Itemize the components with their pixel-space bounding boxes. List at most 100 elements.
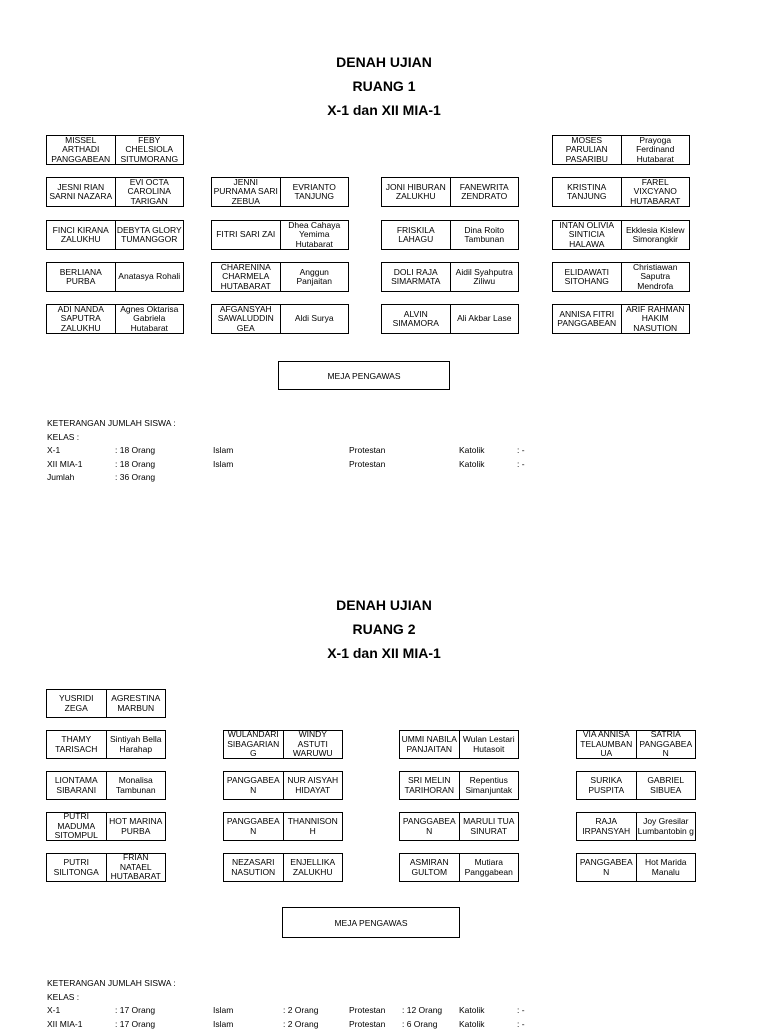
student-left: FITRI SARI ZAI [212, 221, 280, 249]
summary-cell: : 2 Orang [283, 1018, 318, 1031]
student-right: Agnes Oktarisa Gabriela Hutabarat [115, 305, 184, 333]
room1-number: RUANG 1 [0, 74, 768, 98]
student-left: JENNI PURNAMA SARI ZEBUA [212, 178, 280, 206]
summary-cell: X-1 [47, 444, 60, 458]
summary-cell: : 17 Orang [115, 1004, 155, 1018]
student-right: FEBY CHELSIOLA SITUMORANG [115, 136, 184, 164]
student-right: Hot Marida Manalu [636, 854, 696, 881]
student-left: JONI HIBURAN ZALUKHU [382, 178, 450, 206]
student-left: JESNI RIAN SARNI NAZARA [47, 178, 115, 206]
summary-cell: Protestan [349, 1004, 385, 1018]
room1-meja-pengawas: MEJA PENGAWAS [278, 361, 450, 390]
summary-cell: Katolik [459, 458, 485, 472]
student-left: FINCI KIRANA ZALUKHU [47, 221, 115, 249]
student-left: RAJA IRPANSYAH [577, 813, 636, 840]
summary-cell: : 18 Orang [115, 458, 155, 472]
keterangan-title: KETERANGAN JUMLAH SISWA : [47, 417, 176, 431]
summary-cell: Jumlah [47, 471, 74, 485]
student-right: DEBYTA GLORY TUMANGGOR [115, 221, 184, 249]
student-right: Aidil Syahputra Ziliwu [450, 263, 519, 291]
summary-cell: : - [517, 1018, 525, 1031]
student-left: YUSRIDI ZEGA [47, 690, 106, 717]
student-left: WULANDARI SIBAGARIAN G [224, 731, 283, 758]
summary-cell: XII MIA-1 [47, 1018, 82, 1031]
summary-row: Jumlah : 36 Orang [47, 471, 607, 485]
summary-cell: Islam [213, 458, 233, 472]
student-left: MOSES PARULIAN PASARIBU [553, 136, 621, 164]
room2-meja-pengawas: MEJA PENGAWAS [282, 907, 460, 938]
student-right: Dina Roito Tambunan [450, 221, 519, 249]
summary-cell: : 2 Orang [283, 1004, 318, 1018]
student-left: LIONTAMA SIBARANI [47, 772, 106, 799]
room1-classes: X-1 dan XII MIA-1 [0, 98, 768, 122]
summary-cell: : 17 Orang [115, 1018, 155, 1031]
student-right: ENJELLIKA ZALUKHU [283, 854, 343, 881]
summary-cell: Katolik [459, 1004, 485, 1018]
student-left: ADI NANDA SAPUTRA ZALUKHU [47, 305, 115, 333]
student-right: EVI OCTA CAROLINA TARIGAN [115, 178, 184, 206]
room1-keterangan: KETERANGAN JUMLAH SISWA : KELAS : X-1: 1… [47, 417, 607, 485]
summary-cell: : 6 Orang [402, 1018, 437, 1031]
student-left: FRISKILA LAHAGU [382, 221, 450, 249]
student-right: FAREL VIXCYANO HUTABARAT [621, 178, 690, 206]
keterangan-title: KETERANGAN JUMLAH SISWA : [47, 977, 176, 991]
summary-cell: Protestan [349, 444, 385, 458]
student-left: PANGGABEA N [400, 813, 459, 840]
summary-cell: Islam [213, 1018, 233, 1031]
student-right: Ali Akbar Lase [450, 305, 519, 333]
student-right: Repentius Simanjuntak [459, 772, 519, 799]
student-left: SRI MELIN TARIHORAN [400, 772, 459, 799]
student-left: SURIKA PUSPITA [577, 772, 636, 799]
student-left: PANGGABEA N [224, 772, 283, 799]
summary-cell: : - [517, 1004, 525, 1018]
summary-cell: XII MIA-1 [47, 458, 82, 472]
student-left: ANNISA FITRI PANGGABEAN [553, 305, 621, 333]
summary-cell: : 36 Orang [115, 471, 155, 485]
student-right: Anggun Panjaitan [280, 263, 349, 291]
summary-cell: Islam [213, 1004, 233, 1018]
student-left: THAMY TARISACH [47, 731, 106, 758]
student-right: Anatasya Rohali [115, 263, 184, 291]
summary-cell: Katolik [459, 444, 485, 458]
kelas-label: KELAS : [47, 991, 79, 1005]
student-left: INTAN OLIVIA SINTICIA HALAWA [553, 221, 621, 249]
student-left: PUTRI SILITONGA [47, 854, 106, 881]
student-left: CHARENINA CHARMELA HUTABARAT [212, 263, 280, 291]
student-left: ASMIRAN GULTOM [400, 854, 459, 881]
student-right: Aldi Surya [280, 305, 349, 333]
student-right: EVRIANTO TANJUNG [280, 178, 349, 206]
student-left: PUTRI MADUMA SITOMPUL [47, 813, 106, 840]
summary-cell: Katolik [459, 1018, 485, 1031]
room2-classes: X-1 dan XII MIA-1 [0, 641, 768, 665]
student-right: SATRIA PANGGABEA N [636, 731, 696, 758]
student-left: AFGANSYAH SAWALUDDIN GEA [212, 305, 280, 333]
student-left: UMMI NABILA PANJAITAN [400, 731, 459, 758]
summary-cell: Islam [213, 444, 233, 458]
student-right: ARIF RAHMAN HAKIM NASUTION [621, 305, 690, 333]
summary-cell: : - [517, 444, 525, 458]
